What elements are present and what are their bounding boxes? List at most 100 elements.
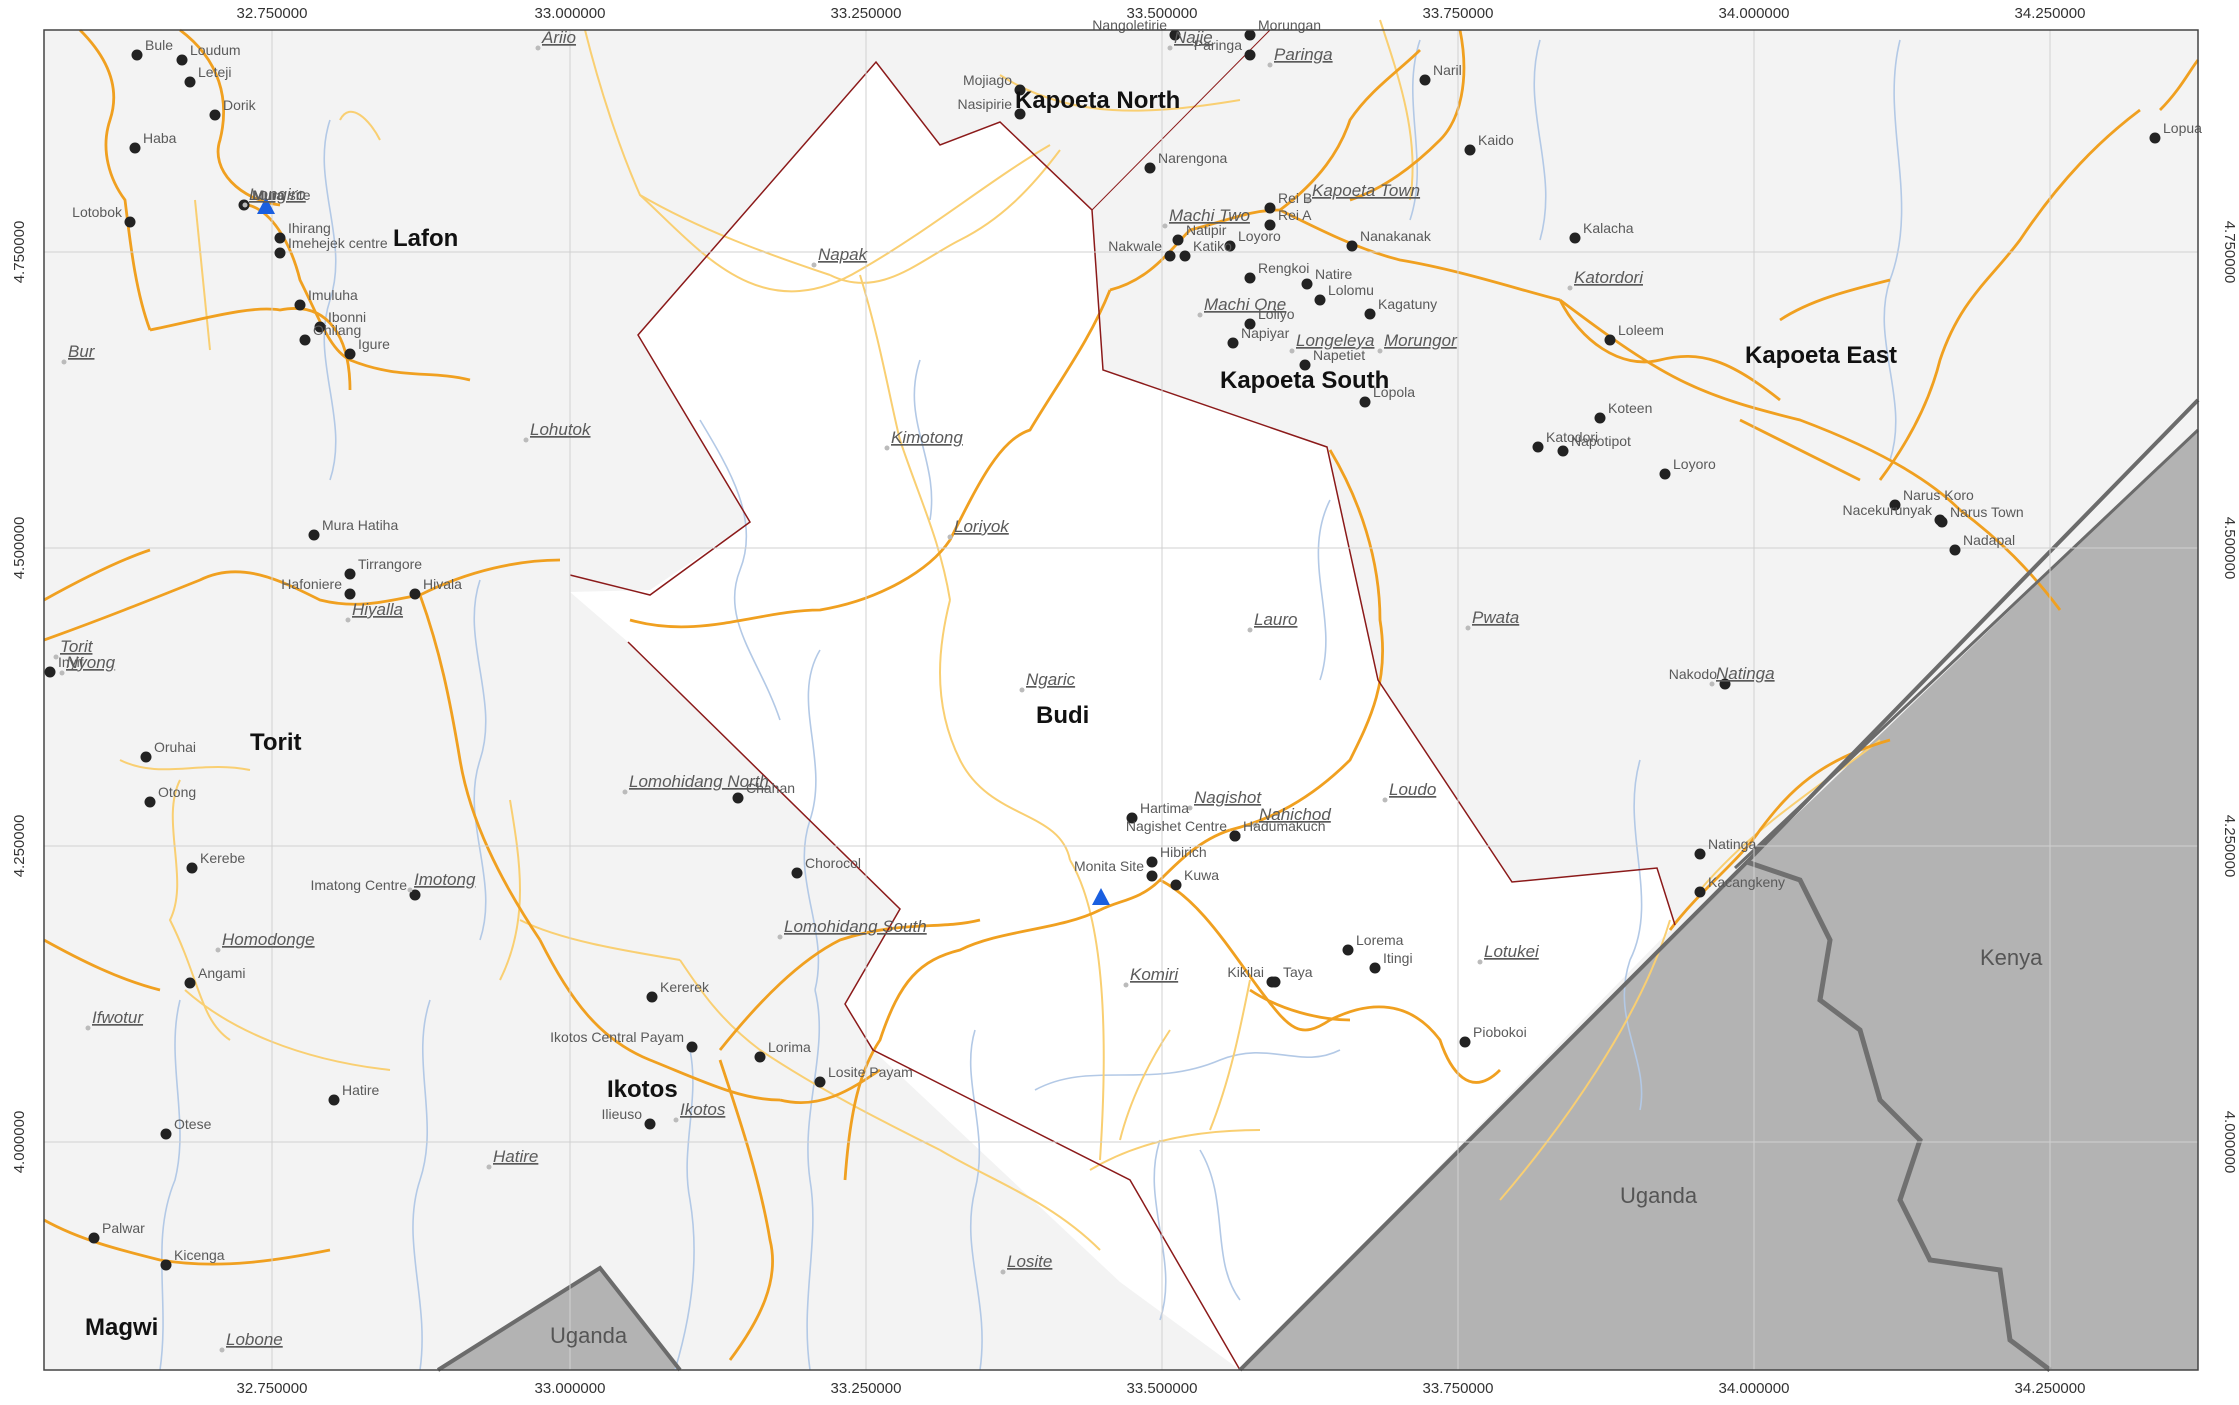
payam-dot-25	[1382, 797, 1388, 803]
place-label-31: Natire	[1315, 266, 1353, 282]
place-label-5: Mura	[252, 187, 284, 203]
place-label-66: Kacangkeny	[1708, 874, 1785, 890]
payam-dot-26	[407, 887, 413, 893]
major-road-6	[538, 939, 781, 1102]
payam-dot-7	[884, 445, 890, 451]
river-4	[159, 999, 181, 1371]
major-road-17	[1558, 299, 1781, 402]
place-dot-17	[1419, 74, 1431, 86]
place-dot-29	[1569, 232, 1581, 244]
x-tick-bottom-0: 32.750000	[237, 1380, 308, 1397]
payam-dot-8	[947, 534, 953, 540]
y-tick-left-2: 4.250000	[11, 815, 28, 878]
place-label-3: Dorik	[223, 97, 257, 113]
payam-label-33: Hatire	[493, 1147, 538, 1166]
county-border-ne	[1091, 29, 1271, 211]
place-dot-63	[1146, 856, 1158, 868]
major-road-10	[948, 289, 1112, 541]
x-tick-top-0: 32.750000	[237, 5, 308, 22]
payam-label-26: Imotong	[414, 870, 476, 889]
river-13	[1317, 499, 1331, 681]
minor-road-9	[339, 110, 381, 141]
place-label-33: Loliyo	[1258, 306, 1295, 322]
place-label-10: Imuluha	[308, 287, 358, 303]
place-label-39: Koteen	[1608, 400, 1652, 416]
place-dot-69	[1342, 944, 1354, 956]
major-road-19	[1878, 108, 2141, 481]
region-label-0: Lafon	[393, 225, 458, 252]
y-tick-left-1: 4.500000	[11, 517, 28, 580]
place-dot-80	[644, 1118, 656, 1130]
place-dot-42	[1659, 468, 1671, 480]
place-dot-12	[299, 334, 311, 346]
river-6	[699, 419, 781, 721]
place-label-19: Nasipirie	[958, 96, 1013, 112]
payam-dot-22	[622, 789, 628, 795]
river-5	[1034, 1049, 1341, 1091]
major-road-18	[1739, 418, 1861, 482]
place-dot-39	[1594, 412, 1606, 424]
place-label-28: Nanakanak	[1360, 228, 1432, 244]
major-road-4	[43, 570, 421, 642]
major-road-23	[843, 908, 1101, 1181]
minor-road-19	[1699, 739, 1881, 891]
place-dot-30	[1244, 272, 1256, 284]
place-label-15: Morungan	[1258, 17, 1321, 33]
payam-dot-15	[345, 617, 351, 623]
minor-road-8	[119, 759, 251, 771]
payam-label-20: Ngaric	[1026, 670, 1076, 689]
county-border-north	[569, 60, 1676, 926]
minor-road-7	[168, 779, 231, 1041]
x-tick-top-1: 33.000000	[535, 5, 606, 22]
region-label-4: Torit	[250, 729, 302, 756]
foreign-territory-east	[1240, 430, 2198, 1370]
county-border-south	[627, 641, 1241, 1371]
payam-label-27: Lomohidang South	[784, 917, 927, 936]
payam-label-19: Pwata	[1472, 608, 1519, 627]
payam-label-15: Hiyalla	[352, 600, 403, 619]
payam-dot-24	[1252, 822, 1258, 828]
region-label-5: Budi	[1036, 702, 1089, 729]
place-dot-22	[1264, 202, 1276, 214]
place-label-45: Nacekurunyak	[1843, 502, 1933, 518]
place-dot-48	[308, 529, 320, 541]
place-label-22: Rei B	[1278, 190, 1312, 206]
major-road-30	[718, 1059, 774, 1361]
payam-dot-5	[61, 359, 67, 365]
payam-label-28: Homodonge	[222, 930, 315, 949]
minor-road-13	[1209, 979, 1251, 1131]
place-dot-44	[1889, 499, 1901, 511]
payam-dot-1	[1167, 45, 1173, 51]
place-dot-3	[209, 109, 221, 121]
payam-dot-17	[59, 670, 65, 676]
payam-label-8: Loriyok	[954, 517, 1010, 536]
minor-road-14	[1119, 1029, 1171, 1141]
payam-label-16: Torit	[60, 637, 94, 656]
place-dot-26	[1164, 250, 1176, 262]
payam-dot-35	[219, 1347, 225, 1353]
place-label-42: Loyoro	[1673, 456, 1716, 472]
place-label-51: Hivala	[423, 576, 462, 592]
river-14	[323, 119, 337, 481]
place-label-4: Haba	[143, 130, 177, 146]
place-label-71: Kererek	[660, 979, 710, 995]
river-16	[1153, 1139, 1167, 1321]
place-dot-46	[1936, 516, 1948, 528]
place-dot-35	[1604, 334, 1616, 346]
place-dot-47	[1949, 544, 1961, 556]
place-dot-2	[184, 76, 196, 88]
payam-label-34: Losite	[1007, 1252, 1052, 1271]
intl-border-south	[436, 1265, 682, 1372]
payam-dot-23	[1187, 805, 1193, 811]
river-0	[674, 1049, 695, 1371]
payam-label-6: Lohutok	[530, 420, 592, 439]
payam-dot-13	[1289, 348, 1295, 354]
place-label-69: Lorema	[1356, 932, 1404, 948]
place-dot-16	[1244, 49, 1256, 61]
place-label-30: Rengkoi	[1258, 260, 1309, 276]
y-tick-right-1: 4.500000	[2221, 517, 2238, 580]
place-label-58: Nagishet Centre	[1126, 818, 1227, 834]
payam-label-21: Natinga	[1716, 664, 1775, 683]
place-dot-74	[686, 1041, 698, 1053]
